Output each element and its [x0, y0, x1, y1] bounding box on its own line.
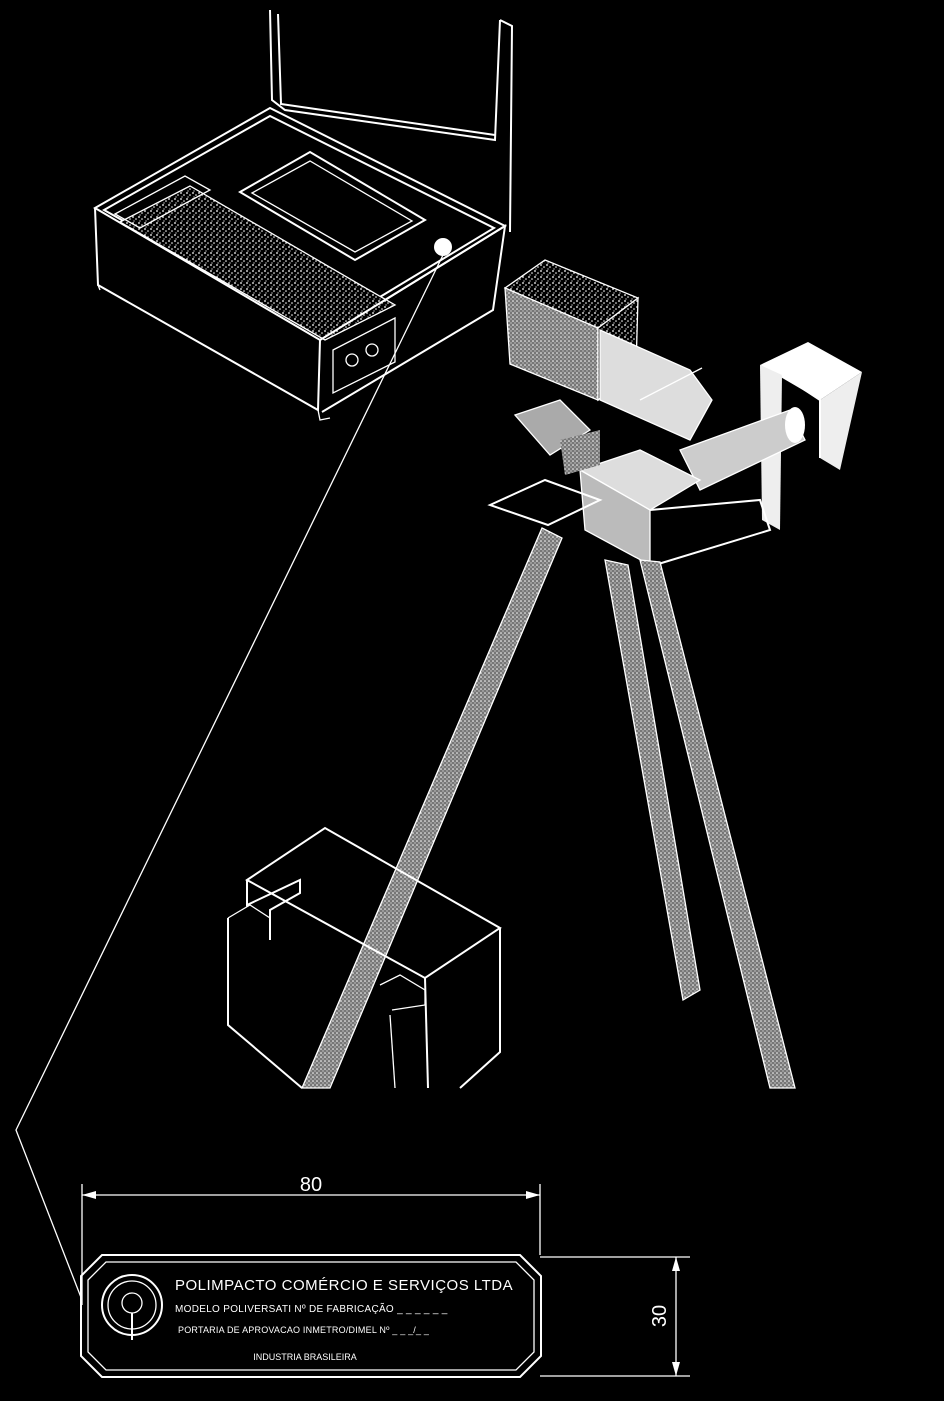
- control-case: [93, 9, 514, 421]
- connector-icon: [365, 343, 379, 357]
- nameplate-company: POLIMPACTO COMÉRCIO E SERVIÇOS LTDA: [175, 1277, 513, 1294]
- width-dimension-label: 80: [300, 1174, 322, 1196]
- battery-box: [227, 826, 502, 1089]
- tripod-legs: [301, 527, 796, 1089]
- width-dimension: 80: [81, 1174, 541, 1305]
- height-dimension: 30: [540, 1256, 690, 1377]
- indicator-lamp-icon: [434, 238, 452, 256]
- leader-line: [15, 254, 444, 1301]
- nameplate-origin-line: INDUSTRIA BRASILEIRA: [253, 1352, 357, 1362]
- company-logo-icon: [101, 1274, 163, 1340]
- sensor-head: [487, 259, 862, 567]
- nameplate: POLIMPACTO COMÉRCIO E SERVIÇOS LTDA MODE…: [80, 1254, 542, 1378]
- nameplate-model-line: MODELO POLIVERSATI Nº DE FABRICAÇÃO _ _ …: [175, 1302, 448, 1315]
- nameplate-approval-line: PORTARIA DE APROVACAO INMETRO/DIMEL Nº _…: [178, 1325, 430, 1335]
- height-dimension-label: 30: [649, 1305, 671, 1327]
- connector-icon: [345, 353, 359, 367]
